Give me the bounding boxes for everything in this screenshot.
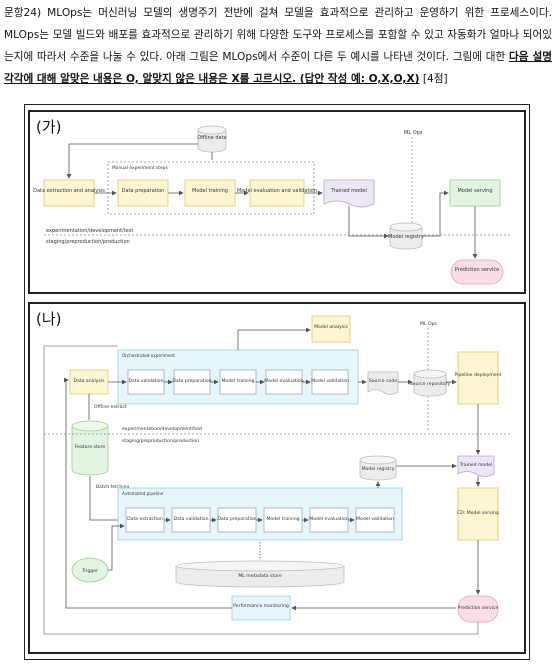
b-model-analysis-label: Model analysis [314,324,348,330]
b-trained-model-box [457,455,495,477]
b-cd-model-serving-label: CD: Model serving [457,510,499,516]
b-oe-model-validation [311,369,349,395]
b-automated-pipeline-box [117,487,403,541]
b-cd-model-serving-box [457,487,499,541]
a-trained-model-label: Trained model [330,188,366,194]
b-automated-pipeline-label: Automated pipeline [122,491,164,496]
figure-frame [24,104,530,660]
offline-data-store: Offline data [197,125,227,153]
panel-a-label: (가) [36,118,62,136]
b-ap-model-validation [355,507,395,533]
a-prediction-service-label: Prediction service [455,267,499,273]
manual-steps-box [107,161,315,215]
b-model-registry-label: Model registry [362,466,395,472]
a-data-extraction-label: Data extraction and analysis [33,188,105,194]
a-prediction-service-box [450,259,504,285]
b-env-bottom: staging/preproduction/production [122,438,199,444]
b-orchestrated-label: Orchestrated experiment [122,353,175,358]
b-data-analysis-label: Data analysis [73,378,105,384]
question-points: [4점] [419,73,448,85]
a-data-prep-label: Data preparation [122,188,165,194]
a-model-training-box [184,179,236,207]
a-model-registry: Model registry [388,222,424,250]
a-model-eval-box [249,179,305,207]
offline-data-label: Offline data [197,135,226,141]
b-prediction-service-label: Prediction service [458,605,499,611]
b-ap-data-extraction-label: Data extraction [127,516,163,522]
a-model-registry-label: Model registry [388,234,424,240]
panel-a-frame [28,110,526,294]
b-ap-data-validation [171,507,211,533]
question-text: 문항24) MLOps는 머신러닝 모델의 생명주기 전반에 걸쳐 모델을 효과… [4,2,552,90]
b-performance-monitoring-label: Performance monitoring [233,603,289,609]
b-oe-model-training [219,369,257,395]
b-performance-monitoring-box [231,595,291,621]
b-source-code-label: Source code [369,378,397,384]
b-oe-model-eval [265,369,303,395]
a-data-prep-box [117,179,169,207]
b-pipeline-deployment-box [457,351,499,405]
b-batch-fetching-label: Batch fetching [96,484,130,490]
b-ap-data-prep [217,507,257,533]
b-oe-model-eval-label: Model evaluation [264,378,304,384]
b-ml-metadata-store: ML metadata store [175,560,345,588]
b-trigger-label: Trigger [81,568,98,574]
b-data-analysis-box [69,369,109,395]
a-model-serving-label: Model serving [457,188,492,194]
b-ap-model-eval-label: Model evaluation [309,516,349,522]
b-oe-model-validation-label: Model validation [311,378,349,384]
a-trained-model-box [323,179,375,208]
b-oe-model-training-label: Model training [221,378,254,384]
b-ap-data-extraction [125,507,165,533]
b-offline-extract-label: Offline extract [94,404,127,410]
a-model-serving-box [449,179,501,207]
b-model-analysis-box [311,315,351,343]
b-ap-data-validation-label: Data validation [173,516,208,522]
question-intro: 문항24) MLOps는 머신러닝 모델의 생명주기 전반에 걸쳐 모델을 효과… [4,7,552,63]
b-source-repository-label: Source repository [410,381,451,387]
b-feature-store: Feature store [71,420,109,476]
b-ml-metadata-store-label: ML metadata store [238,573,282,579]
b-ap-model-validation-label: Model validation [356,516,394,522]
b-feature-store-label: Feature store [75,444,106,450]
b-pipeline-deployment-label: Pipeline deployment [455,372,502,378]
panel-b-frame [28,302,526,654]
a-env-top: experimentation/development/test [46,228,133,234]
b-source-code-box [367,371,399,395]
b-ap-model-training-label: Model training [266,516,299,522]
a-model-training-label: Model training [192,188,228,194]
b-oe-data-validation-label: Data validation [128,378,163,384]
a-env-bottom: staging/preproduction/production [46,239,130,245]
b-trained-model-label: Trained model [459,462,493,468]
b-oe-data-prep-label: Data preparation [172,378,211,384]
a-data-extraction-box [43,179,95,207]
b-ap-model-eval [309,507,349,533]
b-source-repository: Source repository [410,369,451,397]
b-model-registry: Model registry [359,455,397,481]
b-ap-data-prep-label: Data preparation [217,516,256,522]
a-model-eval-label: Model evaluation and validation [237,188,317,194]
manual-steps-label: Manual experiment steps [112,165,168,171]
b-ap-model-training [263,507,303,533]
b-env-top: experimentation/development/test [122,426,202,432]
panel-b-label: (나) [36,310,62,328]
question-instruction: 다음 설명 각각에 대해 알맞은 내용은 O, 알맞지 않은 내용은 X를 고르… [4,51,552,85]
panel-b-ml-ops: ML Ops [420,321,438,327]
b-oe-data-validation [127,369,165,395]
panel-a-ml-ops: ML Ops [404,130,423,136]
